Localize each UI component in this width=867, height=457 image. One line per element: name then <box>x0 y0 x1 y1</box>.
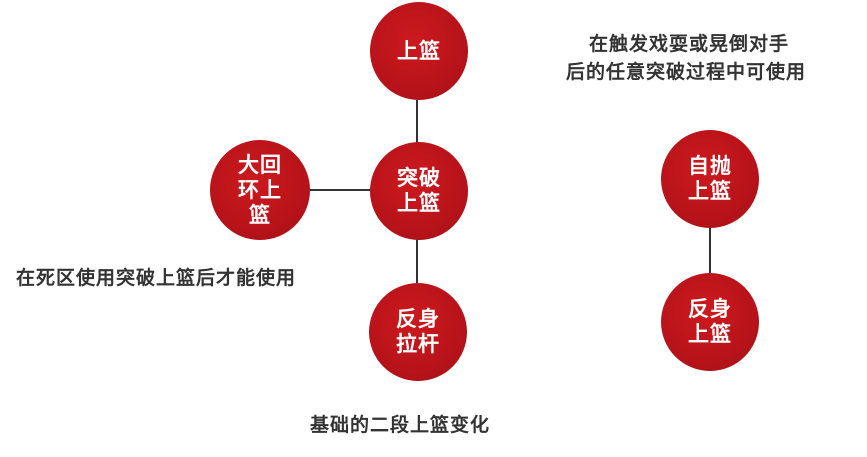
node-bottom-reverse-pull: 反身拉杆 <box>369 283 467 381</box>
node-right-bottom-reverse-layup: 反身上篮 <box>661 273 759 371</box>
caption-left: 在死区使用突破上篮后才能使用 <box>16 267 297 289</box>
caption-right-line1: 在触发戏耍或晃倒对手 <box>589 33 790 55</box>
caption-right-line2: 后的任意突破过程中可使用 <box>566 61 807 83</box>
node-left-reverse-layup: 大回环上篮 <box>210 140 310 240</box>
node-bottom-label: 反身拉杆 <box>396 307 440 356</box>
caption-bottom: 基础的二段上篮变化 <box>310 414 491 436</box>
node-right-bottom-label: 反身上篮 <box>688 297 732 346</box>
node-center-label: 突破上篮 <box>397 166 441 215</box>
node-top-label: 上篮 <box>397 38 441 63</box>
node-center-drive-layup: 突破上篮 <box>370 142 468 240</box>
node-right-top-label: 自抛上篮 <box>688 154 732 203</box>
node-top-layup: 上篮 <box>370 2 468 100</box>
node-right-top-self-toss: 自抛上篮 <box>661 130 759 228</box>
node-left-label: 大回环上篮 <box>238 152 282 227</box>
